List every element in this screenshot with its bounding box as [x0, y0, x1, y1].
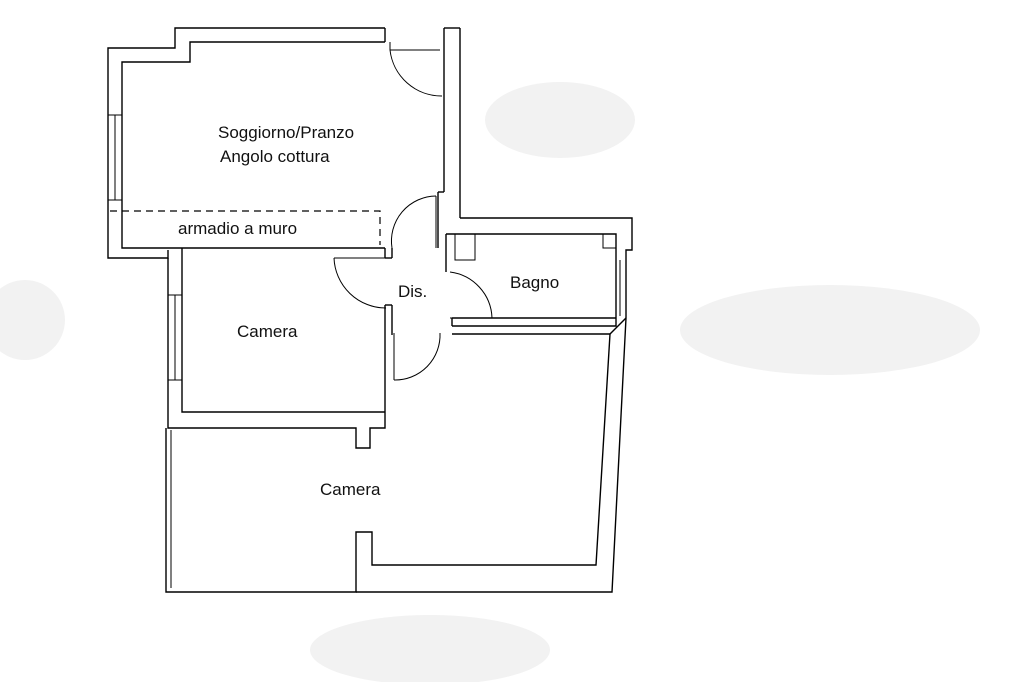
small-bedroom-label: Camera	[237, 322, 298, 341]
bathroom-walls	[445, 217, 633, 327]
wardrobe-label: armadio a muro	[178, 219, 297, 238]
kitchen-corner-label: Angolo cottura	[220, 147, 330, 166]
entrance-door	[389, 42, 443, 97]
hall-walls	[384, 248, 393, 335]
wardrobe-outline	[110, 210, 381, 245]
large-bedroom-walls	[165, 317, 627, 593]
living-room-label: Soggiorno/Pranzo	[218, 123, 354, 142]
watermark	[0, 82, 980, 682]
large-bedroom-label: Camera	[320, 480, 381, 499]
living-room-walls	[107, 27, 461, 259]
small-bedroom-walls	[167, 248, 386, 449]
bathroom-label: Bagno	[510, 273, 559, 292]
hall-label: Dis.	[398, 282, 427, 301]
